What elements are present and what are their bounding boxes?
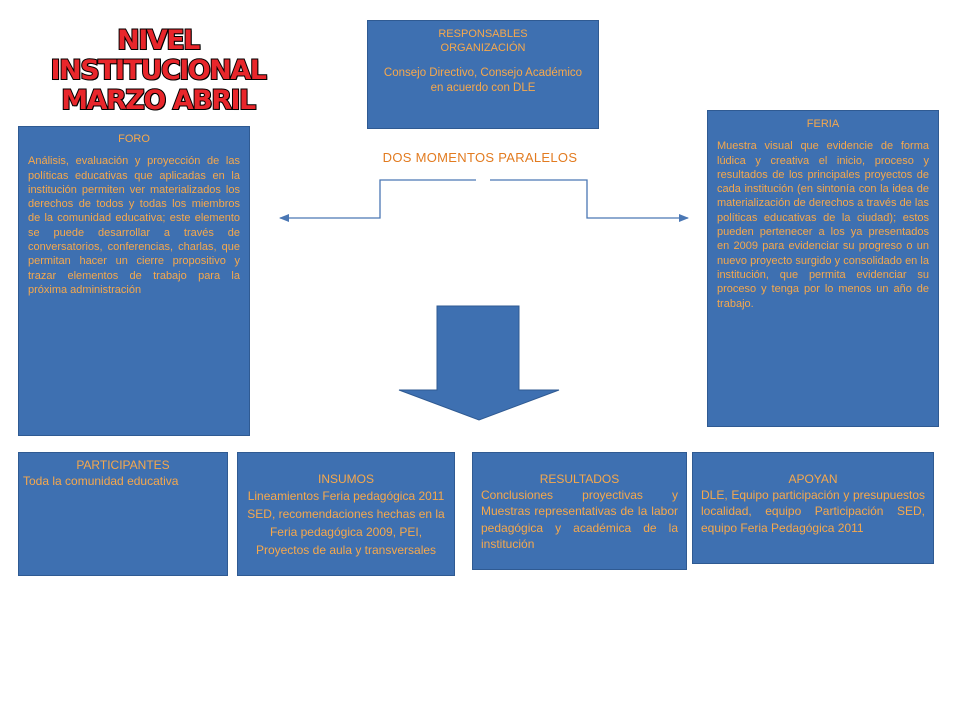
down-arrow-icon xyxy=(398,305,560,421)
feria-box: FERIA Muestra visual que evidencie de fo… xyxy=(707,110,939,427)
participantes-body: Toda la comunidad educativa xyxy=(23,474,179,489)
insumos-body: Lineamientos Feria pedagógica 2011 SED, … xyxy=(247,489,445,558)
responsables-body: Consejo Directivo, Consejo Académico en … xyxy=(383,66,583,94)
participantes-heading: PARTICIPANTES xyxy=(76,458,170,472)
feria-body: Muestra visual que evidencie de forma lú… xyxy=(717,140,929,310)
responsables-box: RESPONSABLES ORGANIZACIÓN Consejo Direct… xyxy=(367,20,599,129)
title-line-2: MARZO ABRIL xyxy=(60,85,257,117)
connector-right xyxy=(490,179,689,222)
responsables-heading-1: RESPONSABLES xyxy=(438,28,528,40)
foro-body: Análisis, evaluación y proyección de las… xyxy=(28,155,240,296)
title-line-1: NIVEL INSTITUCIONAL xyxy=(50,25,268,87)
apoyan-box: APOYAN DLE, Equipo participación y presu… xyxy=(692,452,934,564)
foro-heading: FORO xyxy=(118,133,150,145)
resultados-heading: RESULTADOS xyxy=(539,472,620,486)
foro-box: FORO Análisis, evaluación y proyección d… xyxy=(18,126,250,436)
connector-left xyxy=(279,179,476,222)
moments-label: DOS MOMENTOS PARALELOS xyxy=(382,150,578,165)
responsables-heading-2: ORGANIZACIÓN xyxy=(440,42,526,55)
apoyan-body: DLE, Equipo participación y presupuestos… xyxy=(701,488,925,535)
feria-heading: FERIA xyxy=(806,118,840,130)
resultados-body: Conclusiones proyectivas y Muestras repr… xyxy=(481,488,678,551)
participantes-box: PARTICIPANTES Toda la comunidad educativ… xyxy=(18,452,228,576)
resultados-box: RESULTADOS Conclusiones proyectivas y Mu… xyxy=(472,452,687,570)
insumos-box: INSUMOS Lineamientos Feria pedagógica 20… xyxy=(237,452,455,576)
apoyan-heading: APOYAN xyxy=(788,472,838,486)
page-title: NIVEL INSTITUCIONAL MARZO ABRIL xyxy=(8,25,308,117)
insumos-heading: INSUMOS xyxy=(317,472,374,486)
